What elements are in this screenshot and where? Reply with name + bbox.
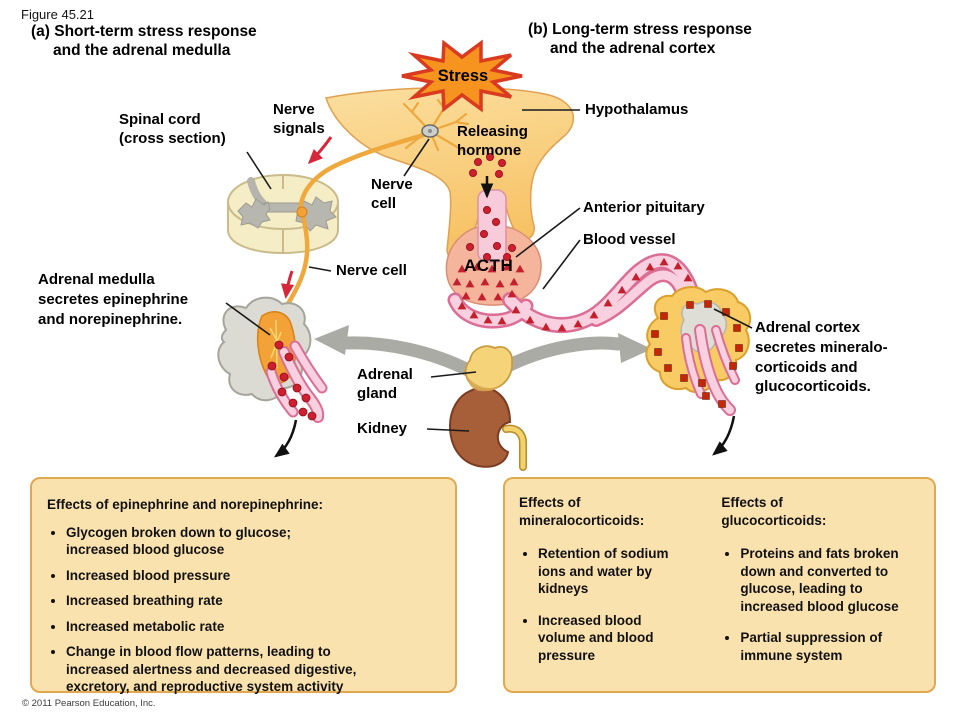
synapse-knob [296, 206, 308, 218]
adrenal-gland-label: Adrenal gland [357, 366, 413, 402]
secretion-arrow-left [273, 419, 298, 458]
releasing-hormone-dots [465, 152, 516, 261]
callout-lines [225, 109, 753, 432]
nerve-signal-arrows [280, 136, 333, 299]
effects-box-epinephrine: Effects of epinephrine and norepinephrin… [30, 477, 457, 696]
nerve-cell-lower-label: Nerve cell [336, 262, 407, 279]
list-item: Glycogen broken down to glucose; increas… [66, 524, 441, 559]
kidney-label: Kidney [357, 420, 408, 437]
stress-label: Stress [437, 67, 489, 85]
adrenal-cortex-caption: Adrenal cortex secretes mineralo- cortic… [755, 319, 888, 396]
panel-b-line2: and the adrenal cortex [550, 39, 716, 57]
list-item: Retention of sodium ions and water by ki… [538, 545, 709, 598]
epinephrine-dots [267, 340, 317, 421]
gray-arrow-left [314, 325, 475, 377]
mineralocorticoids-box-title: Effects of mineralocorticoids: [519, 495, 645, 528]
anterior-pituitary-label: Anterior pituitary [583, 199, 705, 216]
releasing-hormone-label: Releasing hormone [457, 123, 528, 159]
list-item: Change in blood flow patterns, leading t… [66, 643, 441, 696]
acth-label: ACTH [464, 256, 514, 275]
panel-a-title: (a) Short-term stress response and the a… [31, 23, 257, 61]
list-item: Proteins and fats broken down and conver… [740, 545, 924, 615]
list-item: Increased metabolic rate [66, 618, 441, 636]
corticoid-vessels [681, 324, 740, 416]
adrenal-cortex-blowup [645, 286, 752, 456]
epinephrine-effects-list: Glycogen broken down to glucose; increas… [47, 524, 441, 696]
effects-box-corticoids: Effects of mineralocorticoids: Retention… [503, 477, 936, 693]
adrenal-medulla-blowup [217, 296, 328, 458]
secretion-arrow-right [712, 415, 736, 456]
nerve-cell-upper-label: Nerve cell [371, 176, 413, 212]
gray-arrow-right [497, 333, 652, 375]
list-item: Increased blood volume and blood pressur… [538, 612, 709, 665]
spinal-cord-shape [227, 174, 339, 255]
stress-starburst [401, 39, 523, 113]
spinal-cord-label: Spinal cord (cross section) [119, 111, 226, 147]
panel-b-line1: (b) Long-term stress response [528, 21, 752, 38]
mineralocorticoids-column: Effects of mineralocorticoids: Retention… [519, 494, 709, 691]
nerve-signals-label: Nerve signals [273, 101, 325, 137]
blood-vessel-label: Blood vessel [583, 231, 676, 248]
hypothalamus-label: Hypothalamus [585, 101, 689, 118]
pituitary-stalk [477, 189, 507, 263]
glucocorticoids-effects-list: Proteins and fats broken down and conver… [721, 545, 924, 664]
nerve-cell-neuron [402, 98, 470, 152]
panel-a-line1: (a) Short-term stress response [31, 23, 257, 40]
list-item: Increased blood pressure [66, 567, 441, 585]
mineralocorticoids-effects-list: Retention of sodium ions and water by ki… [519, 545, 709, 664]
list-item: Partial suppression of immune system [740, 629, 924, 664]
panel-a-line2: and the adrenal medulla [53, 41, 231, 59]
figure-number: Figure 45.21 [21, 7, 94, 22]
adrenal-medulla-caption: Adrenal medulla secretes epinephrine and… [38, 271, 189, 328]
hypothalamus-shape [325, 86, 575, 261]
glucocorticoids-column: Effects of glucocorticoids: Proteins and… [721, 494, 924, 691]
glucocorticoids-box-title: Effects of glucocorticoids: [721, 495, 827, 528]
list-item: Increased breathing rate [66, 592, 441, 610]
copyright-notice: © 2011 Pearson Education, Inc. [22, 698, 156, 709]
adrenal-gland-cap [464, 345, 513, 391]
epinephrine-box-title: Effects of epinephrine and norepinephrin… [47, 497, 324, 512]
panel-b-title: (b) Long-term stress response and the ad… [528, 21, 752, 59]
